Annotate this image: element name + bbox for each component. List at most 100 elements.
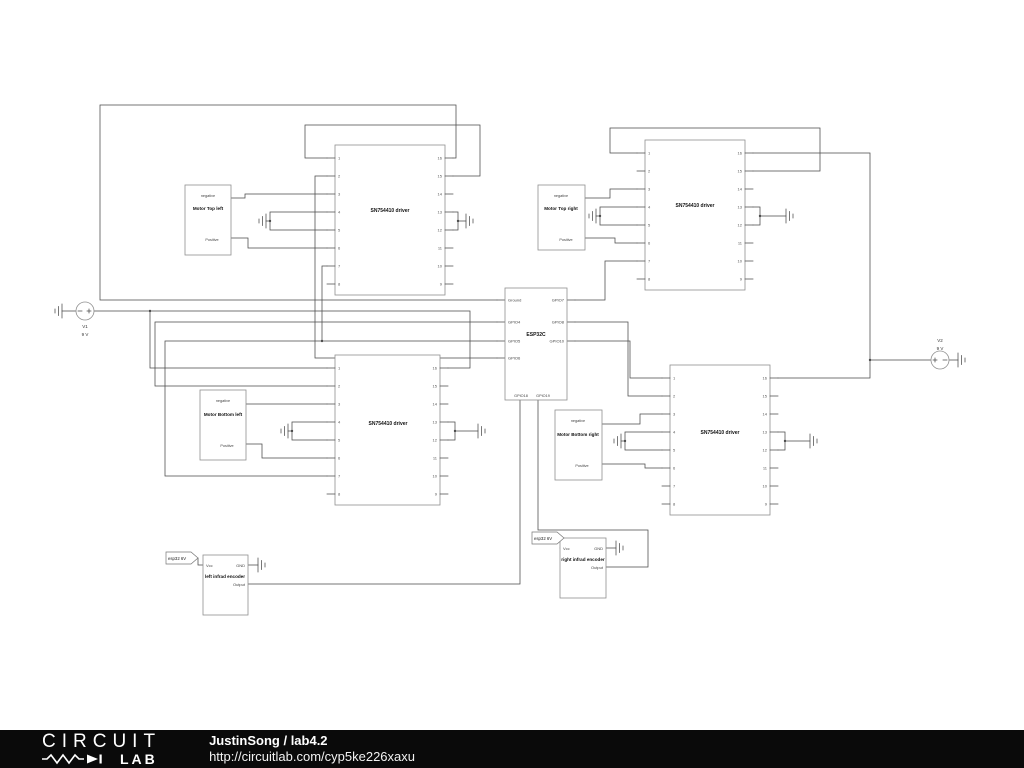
ic-body — [669, 364, 771, 516]
motor-name: Motor Top right — [544, 206, 578, 211]
pin-number: 10 — [763, 484, 768, 489]
esp32-pin-gpio19: GPIO19 — [536, 394, 550, 398]
pin-number: 11 — [763, 466, 768, 471]
motor-body — [199, 389, 247, 461]
ic-body — [644, 139, 746, 291]
ground-icon — [809, 433, 818, 449]
pin-number: 8 — [673, 502, 676, 507]
pin-number: 12 — [438, 228, 443, 233]
esp32-pin-gpio8: GPIO8 — [552, 320, 565, 325]
pin-number: 11 — [738, 241, 743, 246]
pin-number: 3 — [338, 402, 341, 407]
esp32-pin-gpio5: GPIO5 — [508, 339, 521, 344]
ground-icon — [258, 213, 267, 229]
ic-label: ESP32C — [526, 332, 546, 338]
pin-number: 1 — [648, 151, 651, 156]
pin-number: 13 — [438, 210, 443, 215]
motor-negative-label: negative — [216, 399, 230, 403]
project-title: JustinSong / lab4.2 — [209, 733, 415, 749]
pin-number: 10 — [738, 259, 743, 264]
pin-number: 14 — [738, 187, 743, 192]
esp32-pin-gpio7: GPIO7 — [552, 298, 565, 303]
pin-number: 6 — [338, 246, 341, 251]
net-flag-esp32-6v-left: esp32 6V — [165, 551, 199, 565]
pin-number: 2 — [338, 384, 341, 389]
pin-number: 16 — [433, 366, 438, 371]
footer-meta: JustinSong / lab4.2 http://circuitlab.co… — [209, 733, 415, 766]
pin-number: 14 — [433, 402, 438, 407]
wires — [61, 104, 959, 585]
motor-negative-label: negative — [571, 419, 585, 423]
flag-shape — [165, 551, 199, 565]
footer-bar: CIRCUIT LAB JustinSong / lab4.2 http://c… — [0, 730, 1024, 768]
ground-icon — [54, 303, 63, 319]
pin-number: 5 — [338, 228, 341, 233]
pin-number: 2 — [338, 174, 341, 179]
pin-number: 8 — [338, 492, 341, 497]
motor-top-right: negative Motor Top right Positive — [537, 184, 586, 251]
ic-label: SN754410 driver — [369, 421, 408, 427]
pin-number: 15 — [763, 394, 768, 399]
motor-top-left: negative Motor Top left Positive — [184, 184, 232, 256]
pin-number: 7 — [648, 259, 651, 264]
voltage-source-v1: V1 9 V — [75, 301, 95, 337]
author-name: JustinSong — [209, 732, 280, 748]
pin-number: 6 — [648, 241, 651, 246]
pin-number: 15 — [738, 169, 743, 174]
pin-number: 10 — [438, 264, 443, 269]
pin-number: 13 — [738, 205, 743, 210]
motor-body — [184, 184, 232, 256]
esp32-pin-ground: Ground — [508, 298, 521, 303]
motor-negative-label: negative — [201, 194, 215, 198]
encoder-name: left infrad encoder — [205, 574, 245, 579]
source-circle — [75, 301, 95, 321]
encoder-pin-vcc: Vcc — [563, 546, 570, 551]
ic-label: SN754410 driver — [371, 208, 410, 214]
ground-icon — [615, 540, 624, 556]
encoder-pin-output: Output — [591, 565, 604, 570]
flag-label: esp32 6V — [534, 536, 552, 541]
right-infrared-encoder: Vcc GND right infrad encoder Output — [559, 537, 607, 599]
motor-positive-label: Positive — [559, 238, 572, 242]
motor-positive-label: Positive — [220, 444, 233, 448]
motor-name: Motor Bottom right — [557, 432, 599, 437]
ground-icon — [957, 352, 966, 368]
ic-body — [504, 287, 568, 401]
esp32-pin-gpio18: GPIO18 — [514, 394, 528, 398]
encoder-body — [202, 554, 249, 616]
pin-number: 13 — [433, 420, 438, 425]
pin-number: 8 — [648, 277, 651, 282]
flag-shape — [531, 531, 565, 545]
ground-icon — [280, 423, 289, 439]
pin-number: 4 — [338, 420, 341, 425]
logo-lab-text: LAB — [120, 751, 158, 767]
encoder-pin-gnd: GND — [594, 546, 603, 551]
wire-encoder-nets — [197, 399, 649, 585]
pin-number: 9 — [435, 492, 438, 497]
pin-number: 7 — [338, 474, 341, 479]
encoder-pin-gnd: GND — [236, 563, 245, 568]
pin-number: 3 — [648, 187, 651, 192]
motor-name: Motor Top left — [193, 206, 224, 211]
pin-number: 12 — [763, 448, 768, 453]
polarity-marks — [932, 357, 948, 363]
pin-number: 9 — [740, 277, 743, 282]
pin-number: 13 — [763, 430, 768, 435]
left-infrared-encoder: Vcc GND left infrad encoder Output — [202, 554, 249, 616]
wire-esp32-stubs — [496, 299, 576, 359]
pin-number: 1 — [673, 376, 676, 381]
motor-bottom-right: negative Motor Bottom right Positive — [554, 409, 603, 481]
ground-icon — [613, 433, 622, 449]
source-name: V1 — [82, 324, 88, 329]
flag-label: esp32 6V — [168, 556, 186, 561]
resistor-zigzag-icon — [42, 753, 102, 765]
pin-number: 1 — [338, 156, 341, 161]
source-value: 9 V — [937, 346, 944, 351]
pin-number: 2 — [648, 169, 651, 174]
encoder-name: right infrad encoder — [561, 557, 605, 562]
